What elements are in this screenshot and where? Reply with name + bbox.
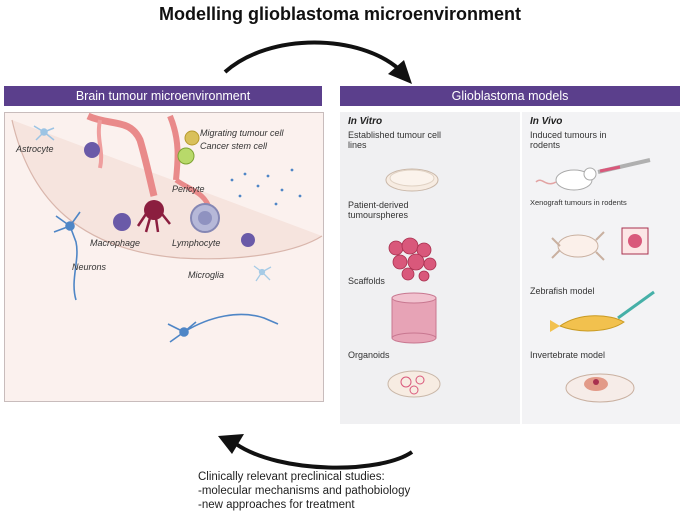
microglia-icon xyxy=(253,265,272,282)
right-header-text: Glioblastoma models xyxy=(451,89,569,103)
conclusion-line-2: -molecular mechanisms and pathobiology xyxy=(198,485,411,497)
astrocyte-icon xyxy=(33,125,55,141)
conclusion-text: Clinically relevant preclinical studies:… xyxy=(198,470,410,512)
blood-vessel xyxy=(86,112,158,197)
blood-vessel xyxy=(167,114,181,181)
conclusion-line-3: -new approaches for treatment xyxy=(198,499,355,511)
label-macrophage: Macrophage xyxy=(90,238,141,248)
mouse-icon xyxy=(535,167,597,191)
bottom-curved-arrow xyxy=(234,442,414,470)
in-vitro-item-organoids: Organoids xyxy=(348,350,390,360)
scaffold-icon xyxy=(391,292,437,344)
invertebrate-icon xyxy=(565,373,635,403)
label-microglia: Microglia xyxy=(188,270,225,280)
in-vivo-item-invertebrate: Invertebrate model xyxy=(530,350,606,360)
cytokine-dots xyxy=(230,168,302,206)
in-vitro-item-cell-lines: Established tumour cell lines xyxy=(348,130,442,150)
label-pericyte: Pericyte xyxy=(172,184,205,194)
in-vivo-item-zebrafish: Zebrafish model xyxy=(530,286,595,296)
syringe-icon xyxy=(597,158,651,174)
label-neurons: Neurons xyxy=(72,262,107,272)
label-lymphocyte: Lymphocyte xyxy=(172,238,221,248)
migrating-tumour-cell xyxy=(184,130,200,146)
right-header-bar: Glioblastoma models xyxy=(340,86,680,106)
left-header-bar: Brain tumour microenvironment xyxy=(4,86,322,106)
in-vivo-item-xenograft: Xenograft tumours in rodents xyxy=(530,198,627,207)
in-vivo-item-induced: Induced tumours in rodents xyxy=(530,130,607,150)
in-vivo-column xyxy=(522,112,680,424)
top-arrow-head xyxy=(388,60,412,84)
in-vitro-heading: In Vitro xyxy=(348,116,383,127)
in-vitro-item-tumourspheres: Patient-derived tumourspheres xyxy=(348,200,409,220)
tumoursphere-icon xyxy=(388,237,437,282)
in-vitro-item-scaffolds: Scaffolds xyxy=(348,276,385,286)
xenograft-mouse-icon xyxy=(551,231,605,261)
label-migrating-tumour-cell: Migrating tumour cell xyxy=(200,128,284,138)
macrophage-icon xyxy=(84,142,255,247)
label-cancer-stem-cell: Cancer stem cell xyxy=(200,141,268,151)
blood-vessel xyxy=(96,119,104,169)
label-astrocyte: Astrocyte xyxy=(16,144,54,154)
bottom-arrow-head xyxy=(218,434,244,454)
petri-dish-icon xyxy=(385,168,439,192)
zebrafish-icon xyxy=(550,290,655,332)
cancer-stem-cell xyxy=(177,147,195,165)
neuron-icon xyxy=(53,211,279,343)
figure-title: Modelling glioblastoma microenvironment xyxy=(158,4,522,24)
xenograft-tumour-icon xyxy=(621,227,649,255)
organoid-dish-icon xyxy=(387,370,441,398)
tumour-mass-icon xyxy=(136,200,171,233)
in-vivo-heading: In Vivo xyxy=(530,116,563,127)
conclusion-line-1: Clinically relevant preclinical studies: xyxy=(198,471,385,483)
left-header-text: Brain tumour microenvironment xyxy=(75,89,251,103)
top-curved-arrow xyxy=(223,40,402,74)
